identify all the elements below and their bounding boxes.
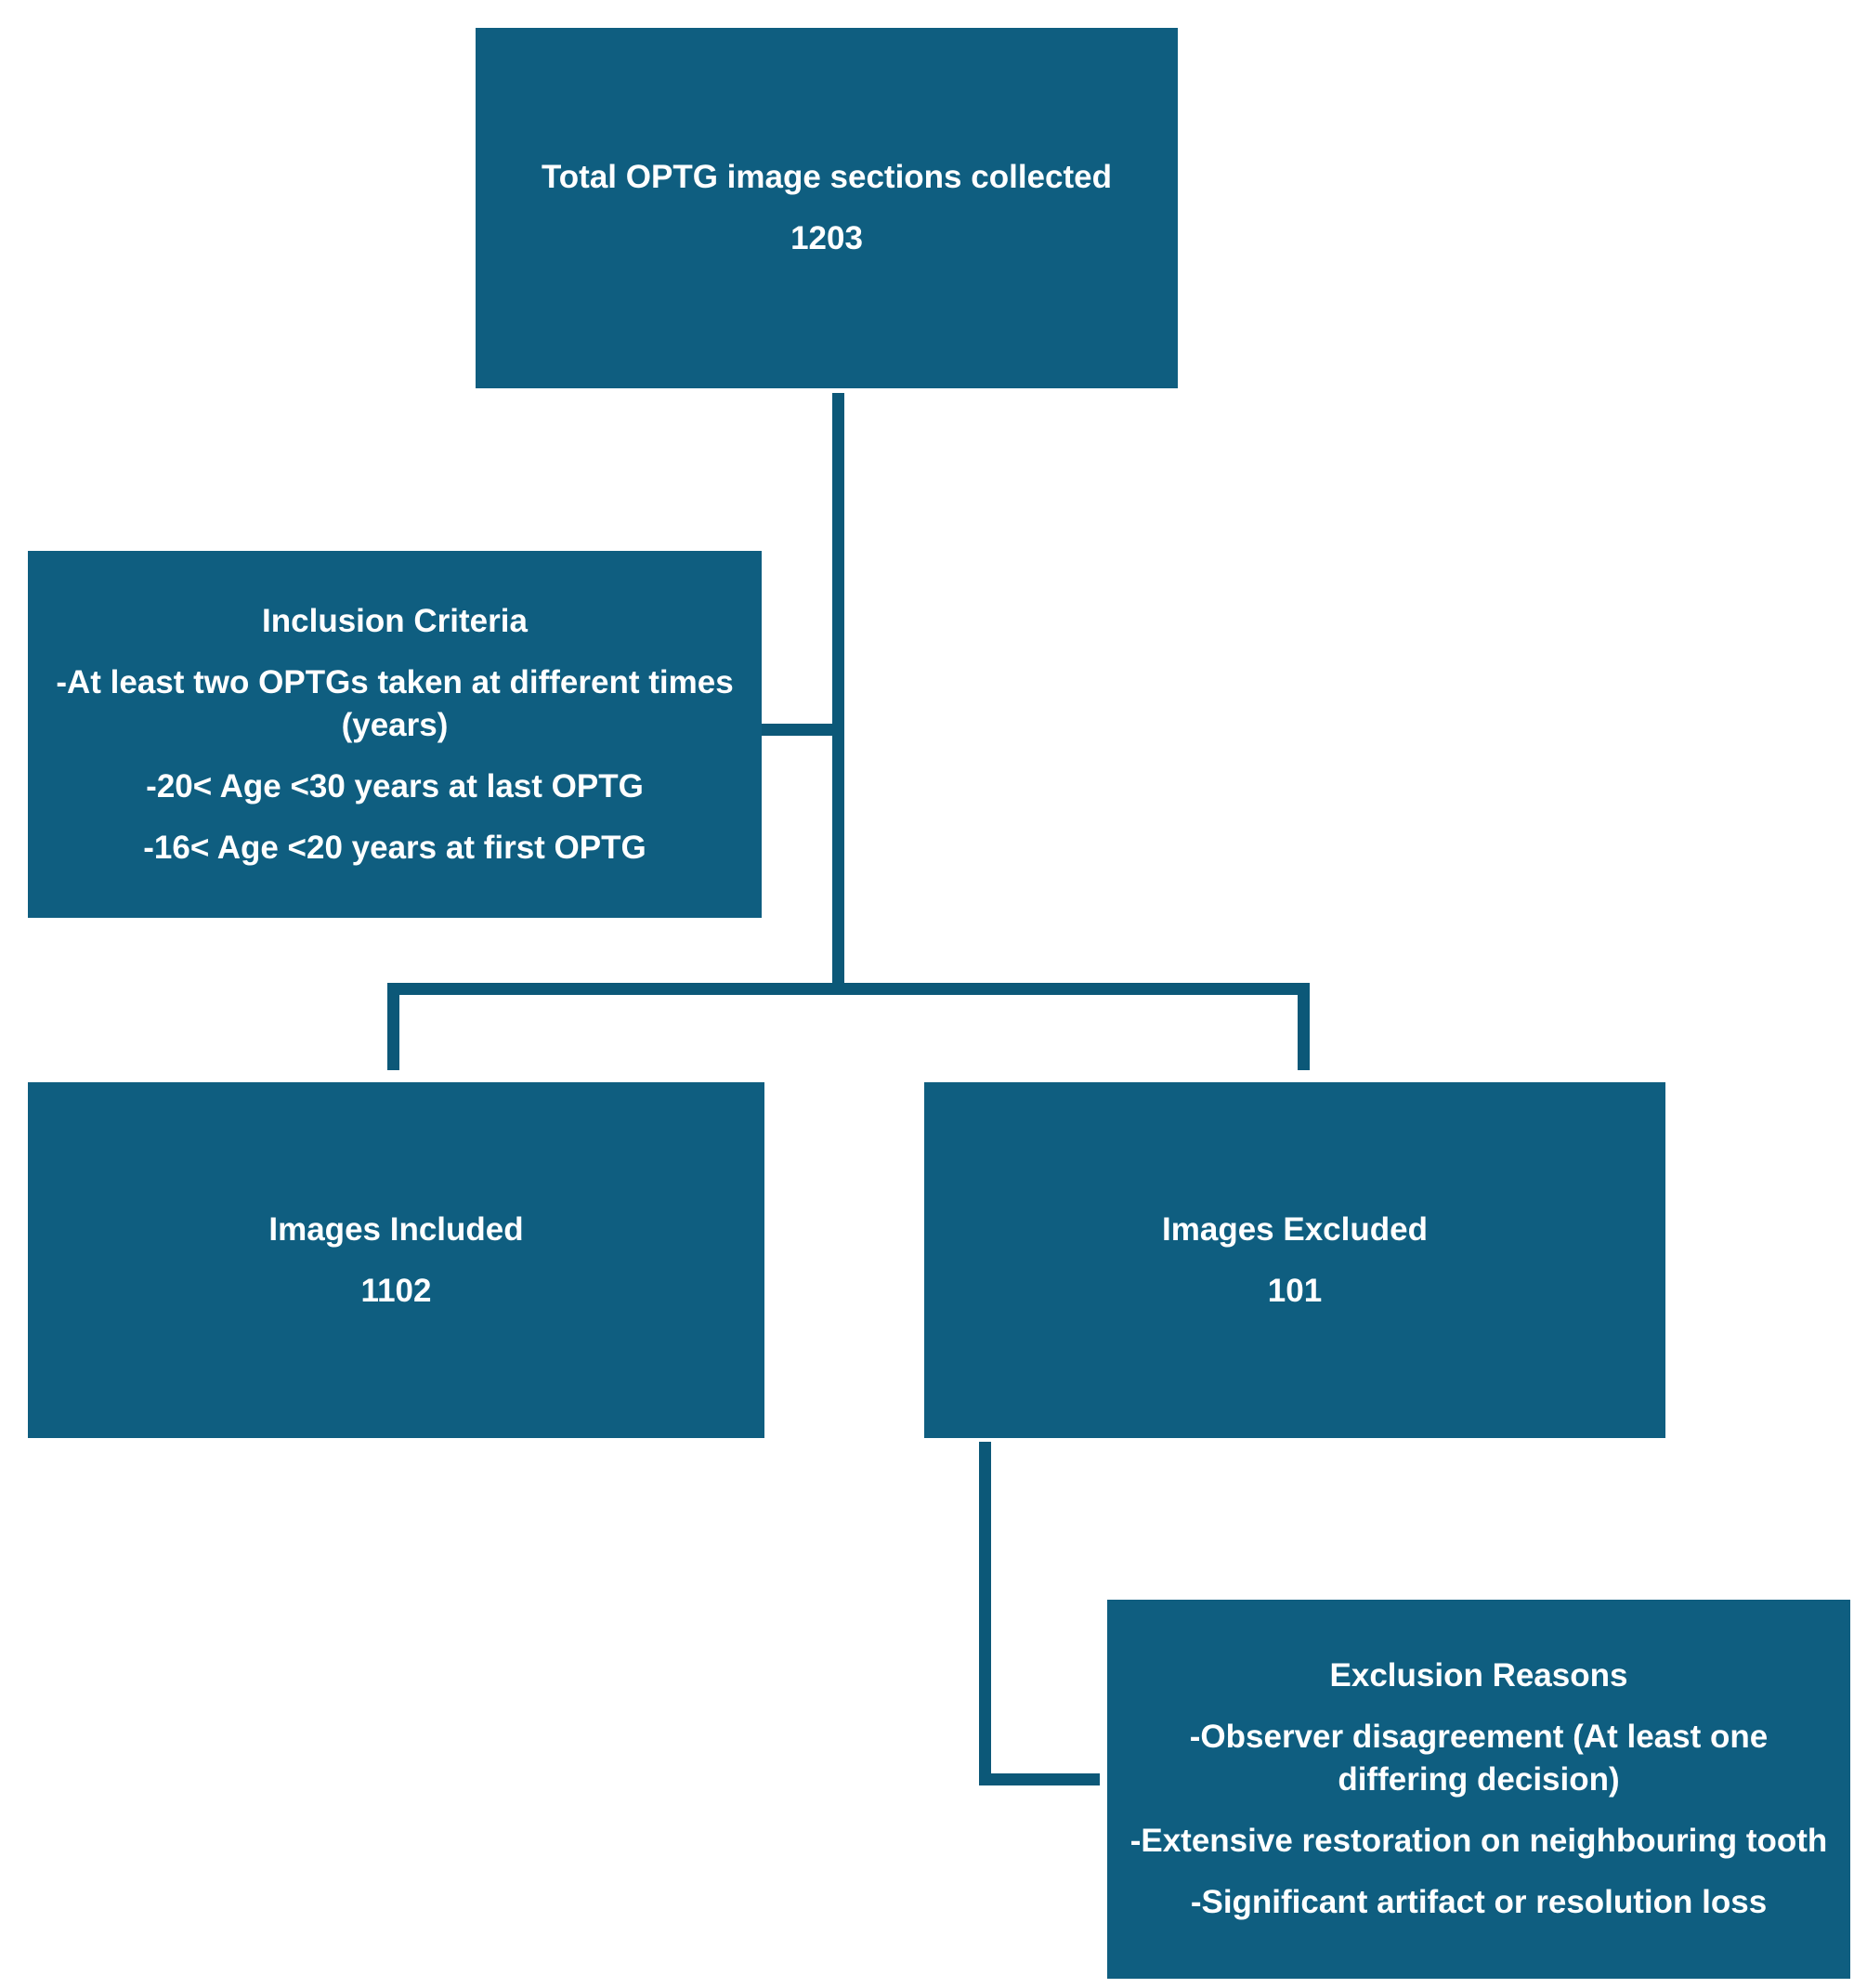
exclusion-reasons-item: -Extensive restoration on neighbouring t… <box>1129 1823 1828 1859</box>
inclusion-criteria-item: -At least two OPTGs taken at different t… <box>56 661 733 747</box>
total-optg-label: Total OPTG image sections collected <box>542 159 1112 195</box>
connector-branch-horizontal <box>387 983 1310 995</box>
images-excluded-value: 101 <box>1267 1272 1323 1309</box>
connector-branch-left-drop <box>387 983 399 1070</box>
total-optg-box: Total OPTG image sections collected 1203 <box>476 28 1178 388</box>
connector-branch-right-drop <box>1298 983 1310 1070</box>
inclusion-criteria-box: Inclusion Criteria -At least two OPTGs t… <box>28 551 762 918</box>
total-optg-value: 1203 <box>790 220 863 256</box>
images-included-value: 1102 <box>360 1272 432 1309</box>
inclusion-criteria-item: -16< Age <20 years at first OPTG <box>143 829 646 866</box>
connector-total-to-branch <box>832 393 844 995</box>
exclusion-reasons-title: Exclusion Reasons <box>1329 1657 1628 1694</box>
exclusion-reasons-item: -Observer disagreement (At least one dif… <box>1190 1716 1768 1801</box>
images-included-box: Images Included 1102 <box>28 1082 764 1438</box>
exclusion-reasons-box: Exclusion Reasons -Observer disagreement… <box>1107 1600 1850 1979</box>
images-excluded-label: Images Excluded <box>1162 1210 1428 1248</box>
connector-inclusion-stub <box>760 724 844 736</box>
inclusion-criteria-item-line: -At least two OPTGs taken at different t… <box>56 663 734 700</box>
inclusion-criteria-item-line: (years) <box>341 706 449 743</box>
connector-excluded-to-exclusion <box>979 1773 1100 1785</box>
exclusion-reasons-item: -Significant artifact or resolution loss <box>1190 1884 1768 1920</box>
images-included-label: Images Included <box>268 1210 524 1248</box>
inclusion-criteria-title: Inclusion Criteria <box>262 602 528 639</box>
inclusion-criteria-item: -20< Age <30 years at last OPTG <box>146 767 644 804</box>
connector-excluded-vertical <box>979 1442 991 1785</box>
exclusion-reasons-item-line: -Observer disagreement (At least one <box>1189 1719 1769 1755</box>
exclusion-reasons-item-line: differing decision) <box>1338 1761 1620 1798</box>
images-excluded-box: Images Excluded 101 <box>924 1082 1665 1438</box>
